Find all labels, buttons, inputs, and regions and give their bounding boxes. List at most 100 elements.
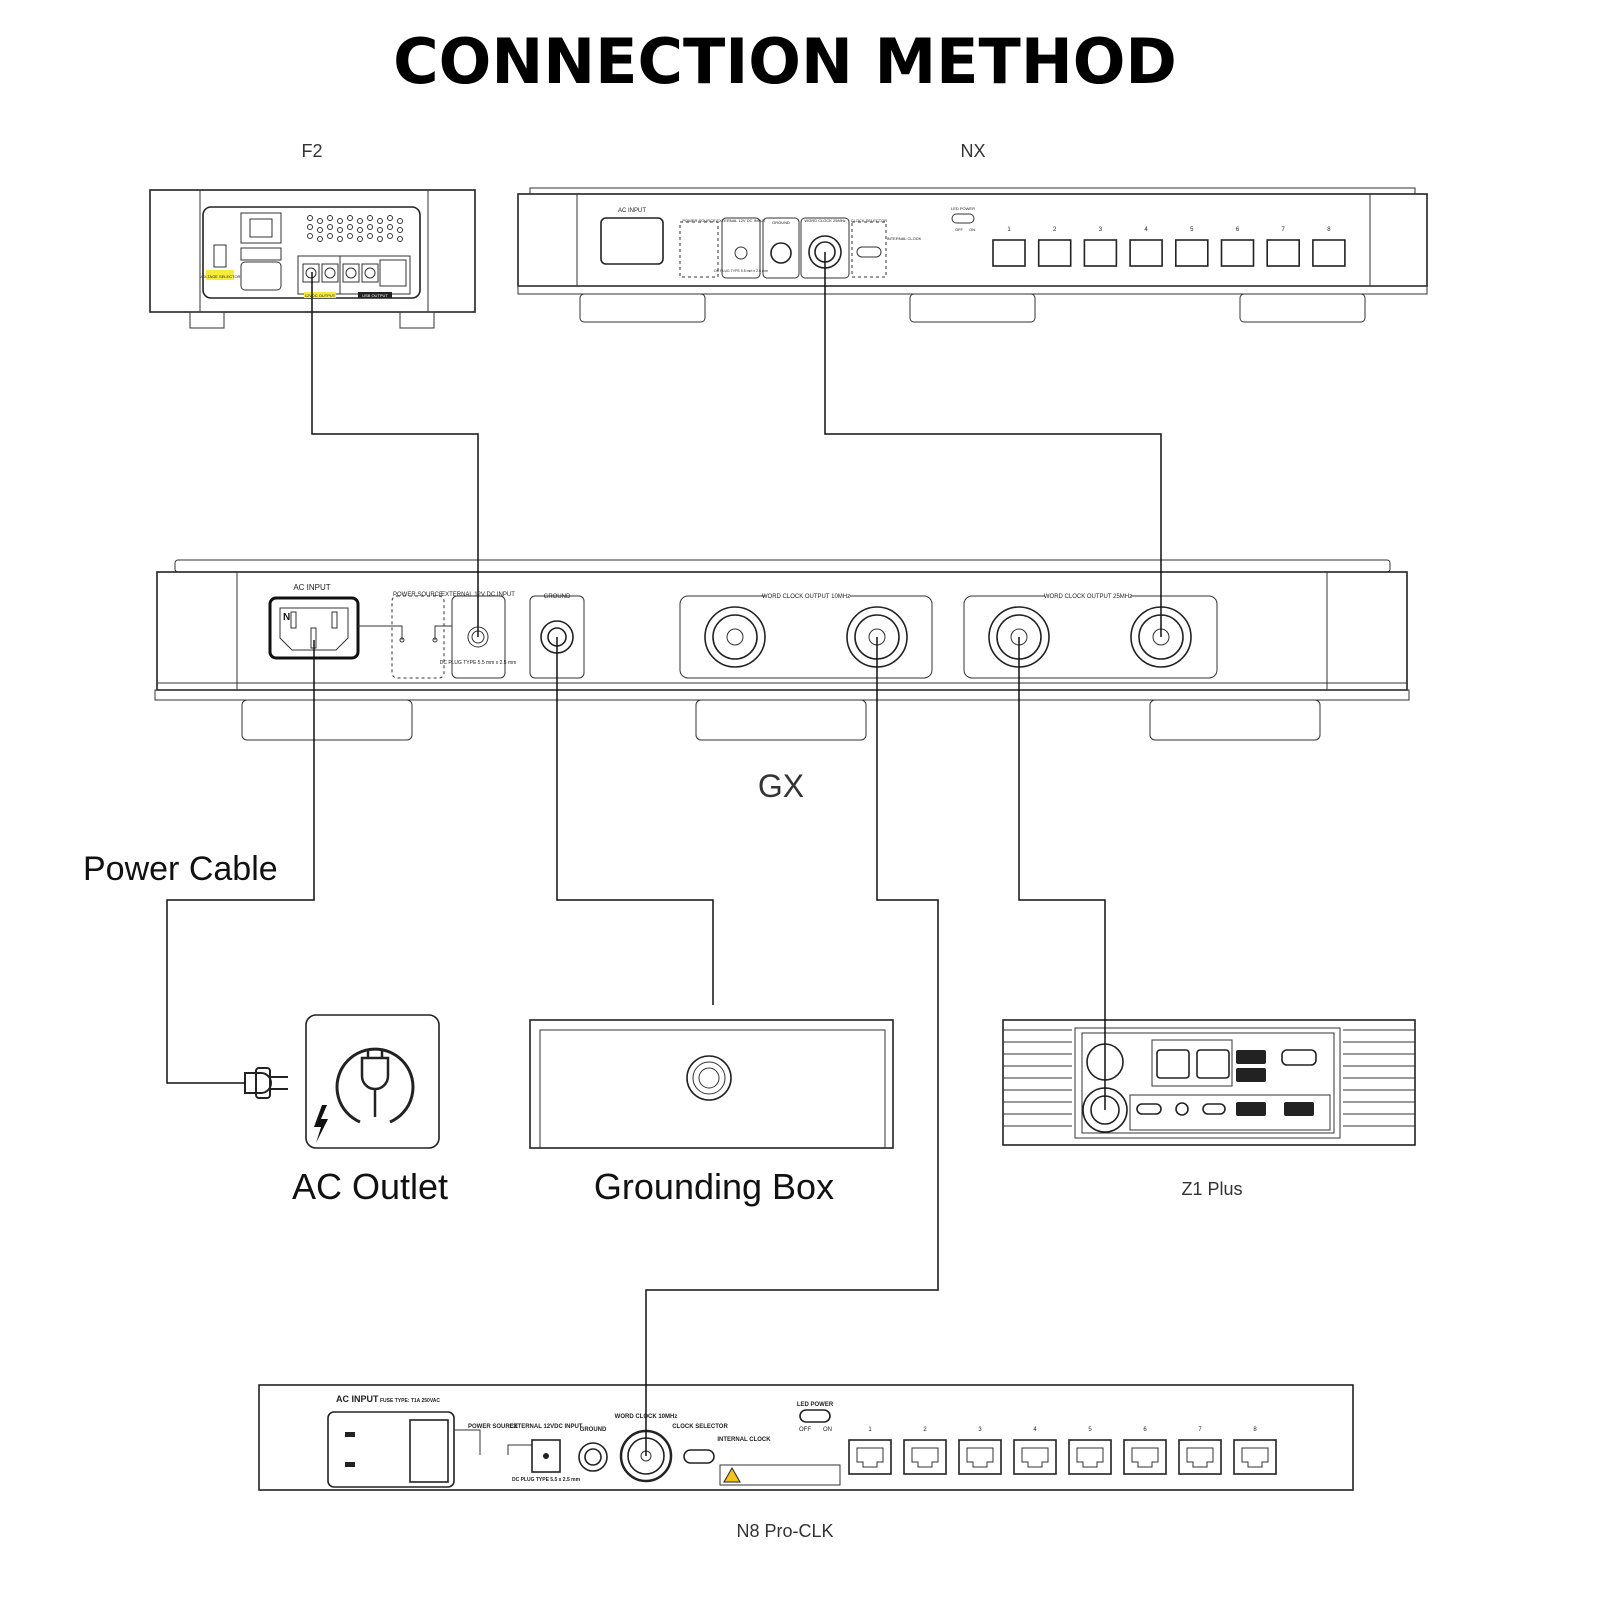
nx-led-power-label: LED POWER [951, 206, 975, 211]
n8-clock-selector-label: CLOCK SELECTOR [672, 1424, 728, 1430]
z1-device [1002, 1019, 1416, 1146]
nx-port-label: 6 [1236, 227, 1240, 233]
gx-dc-plug-label: DC PLUG TYPE 5.5 mm x 2.5 mm [440, 660, 517, 666]
page-title: CONNECTION METHOD [393, 25, 1177, 98]
gx-ground-label: GROUND [544, 594, 571, 600]
n8-rj45-port [1233, 1439, 1277, 1475]
n8-ground-label: GROUND [580, 1427, 607, 1433]
n8-rj45-port [1013, 1439, 1057, 1475]
vent-hole [337, 236, 343, 242]
nx-internal-clock-label: INTERNAL CLOCK [887, 236, 922, 241]
nx-port [1083, 239, 1118, 267]
dc-jack-hole [364, 267, 376, 279]
cables [166, 252, 1162, 1456]
nx-port [1175, 239, 1209, 267]
z1-label: Z1 Plus [1181, 1179, 1242, 1199]
n8-port-label: 5 [1088, 1427, 1092, 1433]
nx-port [992, 239, 1026, 267]
cable-f2-to-gx-dc [311, 272, 479, 637]
cable-gx-ground [556, 637, 714, 1005]
cable-gx-to-n8 [645, 637, 939, 1456]
n8-rj45-port [848, 1439, 892, 1475]
vent-hole [357, 227, 363, 233]
n8-port-label: 4 [1033, 1427, 1037, 1433]
nx-port-label: 5 [1190, 227, 1194, 233]
bnc-connector [704, 606, 766, 668]
vent-hole [397, 227, 403, 233]
nx-port-label: 2 [1053, 227, 1057, 233]
vent-hole [337, 218, 343, 224]
n8-label: N8 Pro-CLK [736, 1521, 833, 1541]
vent-hole [387, 224, 393, 230]
vent-hole [397, 218, 403, 224]
vent-hole [317, 236, 323, 242]
n8-rj45-port [1123, 1439, 1167, 1475]
n8-dc-plug-label: DC PLUG TYPE 5.5 x 2.5 mm [512, 1477, 581, 1483]
n8-dc-input-label: EXTERNAL 12VDC INPUT [510, 1424, 583, 1430]
vent-hole [327, 215, 333, 221]
n8-port-label: 2 [923, 1427, 927, 1433]
dc-jack [342, 263, 360, 283]
vent-hole [347, 215, 353, 221]
nx-ground-label: GROUND [772, 220, 790, 225]
nx-on-label: ON [969, 227, 975, 232]
vent-hole [347, 224, 353, 230]
nx-port [1312, 239, 1346, 267]
gx-ac-input-label: AC INPUT [293, 583, 330, 592]
n8-rj45-port [1178, 1439, 1222, 1475]
cable-gx-to-z1 [1018, 637, 1106, 1110]
cable-gx-power [166, 640, 315, 1084]
n8-power-source-label: POWER SOURCE [468, 1424, 518, 1430]
plug-icon [244, 1067, 288, 1099]
n8-port-label: 6 [1143, 1427, 1147, 1433]
n8-rj45-port [958, 1439, 1002, 1475]
n8-ac-input-label: AC INPUT [336, 1394, 379, 1404]
vent-hole [307, 215, 313, 221]
nx-port-label: 3 [1099, 227, 1103, 233]
n8-rj45-port [1068, 1439, 1112, 1475]
power-plug-icon [335, 1047, 415, 1124]
nx-label: NX [960, 141, 985, 161]
n8-rj45-port [903, 1439, 947, 1475]
vent-hole [397, 236, 403, 242]
gx-wc25-label: WORD CLOCK OUTPUT 25MHz [1044, 594, 1132, 600]
vent-hole [317, 227, 323, 233]
nx-port [1037, 239, 1072, 267]
lightning-icon [314, 1105, 328, 1143]
nx-dc-plug-label: DC PLUG TYPE 5.5 mm x 2.5 mm [714, 269, 768, 273]
n8-port-label: 1 [868, 1427, 872, 1433]
nx-power-source-label: POWER SOURCE [682, 218, 716, 223]
gx-device: AC INPUT N POWER SOURCE EXTERNAL 12V DC … [154, 559, 1410, 741]
vent-hole [387, 233, 393, 239]
grounding-box-label: Grounding Box [594, 1166, 834, 1207]
dc-jack-hole [345, 267, 357, 279]
n8-port-label: 7 [1198, 1427, 1202, 1433]
nx-port-label: 8 [1327, 227, 1331, 233]
nx-word-clock-label: WORD CLOCK 25MHz [804, 218, 845, 223]
vent-hole [327, 233, 333, 239]
power-cable-label: Power Cable [83, 850, 278, 888]
dc-jack-hole [305, 267, 317, 279]
nx-device: AC INPUT POWER SOURCE EXTERNAL 12V DC IN… [517, 187, 1428, 323]
nx-clock-selector-label: CLOCK SELECTOR [851, 218, 887, 223]
gx-power-source-label: POWER SOURCE [393, 592, 443, 598]
dc-jack [361, 263, 379, 283]
f2-dc-output-label: 12VDC OUTPUT [305, 293, 336, 298]
vent-hole [357, 236, 363, 242]
nx-off-label: OFF [955, 227, 964, 232]
n8-port-label: 8 [1253, 1427, 1257, 1433]
vent-hole [387, 215, 393, 221]
n8-internal-clock-label: INTERNAL CLOCK [717, 1437, 771, 1443]
f2-usb-output-label: USB OUTPUT [362, 293, 388, 298]
vent-hole [367, 233, 373, 239]
cable-nx-to-gx-25mhz [824, 252, 1162, 637]
f2-label: F2 [301, 141, 322, 161]
vent-hole [367, 215, 373, 221]
nx-port-label: 1 [1007, 227, 1011, 233]
grounding-box [529, 1019, 894, 1149]
ac-outlet-label: AC Outlet [292, 1166, 448, 1207]
ac-outlet [305, 1014, 440, 1149]
vent-hole [307, 224, 313, 230]
dc-jack [321, 263, 339, 283]
